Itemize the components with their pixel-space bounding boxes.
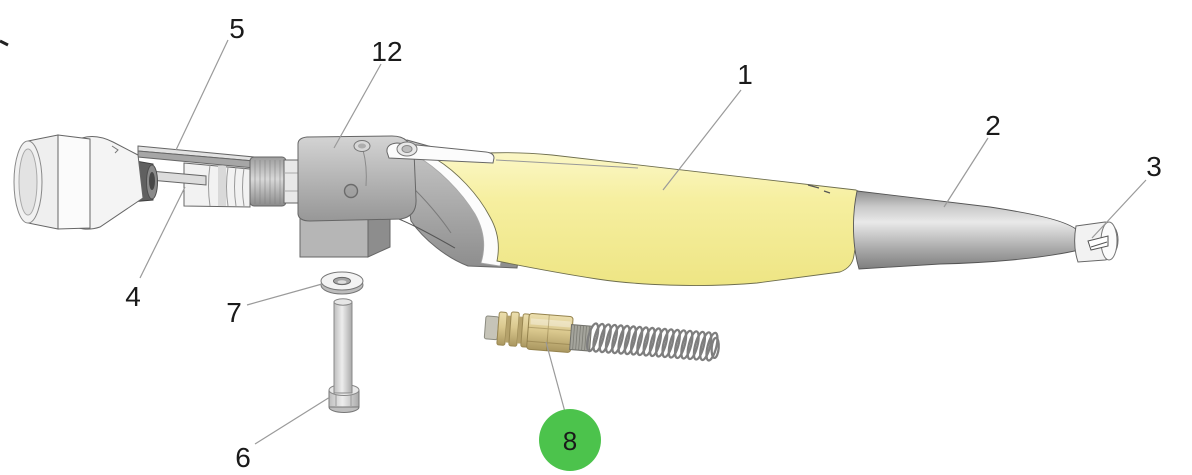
leader-line-2 bbox=[943, 137, 989, 208]
callout-label-5: 5 bbox=[229, 13, 245, 44]
ribbed-connector bbox=[183, 162, 251, 208]
highlight-marker-8[interactable]: 8 bbox=[539, 409, 601, 471]
callout-label-1: 1 bbox=[737, 59, 753, 90]
highlight-circle[interactable] bbox=[539, 409, 601, 471]
callout-label-3: 3 bbox=[1146, 151, 1162, 182]
leader-line-12 bbox=[333, 63, 382, 149]
leader-lines bbox=[139, 39, 1147, 445]
leader-line-1 bbox=[662, 89, 742, 191]
part-7-washer bbox=[320, 271, 364, 295]
body-mark-dashes bbox=[807, 184, 831, 194]
leader-line-3 bbox=[1091, 179, 1147, 239]
callout-label-2: 2 bbox=[985, 110, 1001, 141]
leader-line-7 bbox=[246, 283, 323, 306]
callout-label-12: 12 bbox=[371, 36, 402, 67]
callout-labels: 5 12 1 2 3 4 7 6 8 bbox=[125, 13, 1162, 473]
hex-nut-white bbox=[283, 159, 302, 204]
part-6-screw bbox=[328, 298, 360, 413]
threaded-ring bbox=[249, 156, 287, 207]
body-groove-line bbox=[495, 159, 639, 169]
leader-line-8 bbox=[545, 341, 566, 413]
callout-label-4: 4 bbox=[125, 281, 141, 312]
callout-label-8[interactable]: 8 bbox=[563, 426, 577, 456]
spring-coil-group bbox=[586, 322, 720, 362]
nozzle-cap bbox=[13, 134, 91, 230]
part-12-rear-body-block bbox=[297, 135, 417, 222]
part-1-body-shell bbox=[434, 152, 863, 286]
callout-label-7: 7 bbox=[226, 297, 242, 328]
top-slide-rail bbox=[386, 141, 495, 164]
leader-line-5 bbox=[175, 39, 229, 151]
block-side-hole bbox=[343, 183, 359, 199]
part-8-contact-spring-assembly bbox=[483, 311, 720, 362]
part-3-nozzle-tip bbox=[1074, 221, 1119, 263]
leader-line-4 bbox=[139, 186, 186, 279]
callout-label-6: 6 bbox=[235, 442, 251, 473]
leader-line-6 bbox=[254, 396, 331, 445]
edge-artifact bbox=[0, 39, 9, 47]
part-2-front-cone bbox=[853, 190, 1082, 270]
